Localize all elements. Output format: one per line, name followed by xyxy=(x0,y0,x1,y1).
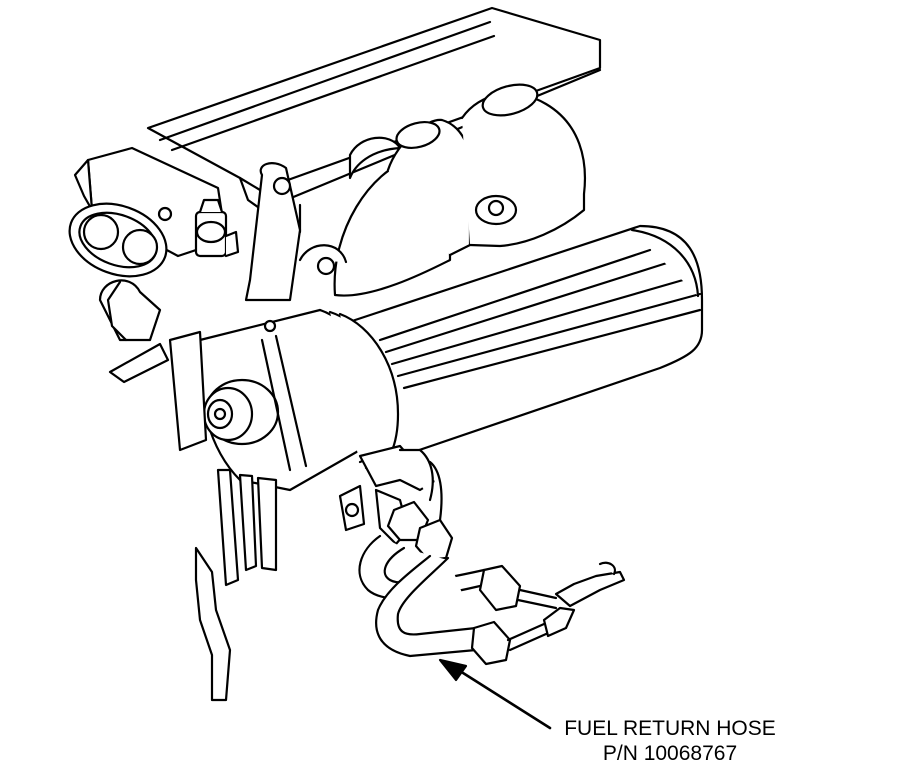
throttle-body xyxy=(68,146,228,278)
fuel-return-hose-label: FUEL RETURN HOSE P/N 10068767 xyxy=(520,716,820,766)
throttle-sensor xyxy=(194,198,240,258)
engine-legs xyxy=(194,468,278,702)
alternator-brackets xyxy=(98,279,208,452)
fuel-fittings xyxy=(338,444,454,562)
valve-cover xyxy=(338,224,704,462)
callout-line-2: P/N 10068767 xyxy=(602,742,738,765)
alternator xyxy=(198,308,400,492)
intake-runners xyxy=(298,83,587,297)
fuel-return-hose xyxy=(375,554,576,666)
callout-line-1: FUEL RETURN HOSE xyxy=(564,717,776,740)
mounting-bracket xyxy=(244,162,302,302)
callout-arrow xyxy=(438,658,552,730)
